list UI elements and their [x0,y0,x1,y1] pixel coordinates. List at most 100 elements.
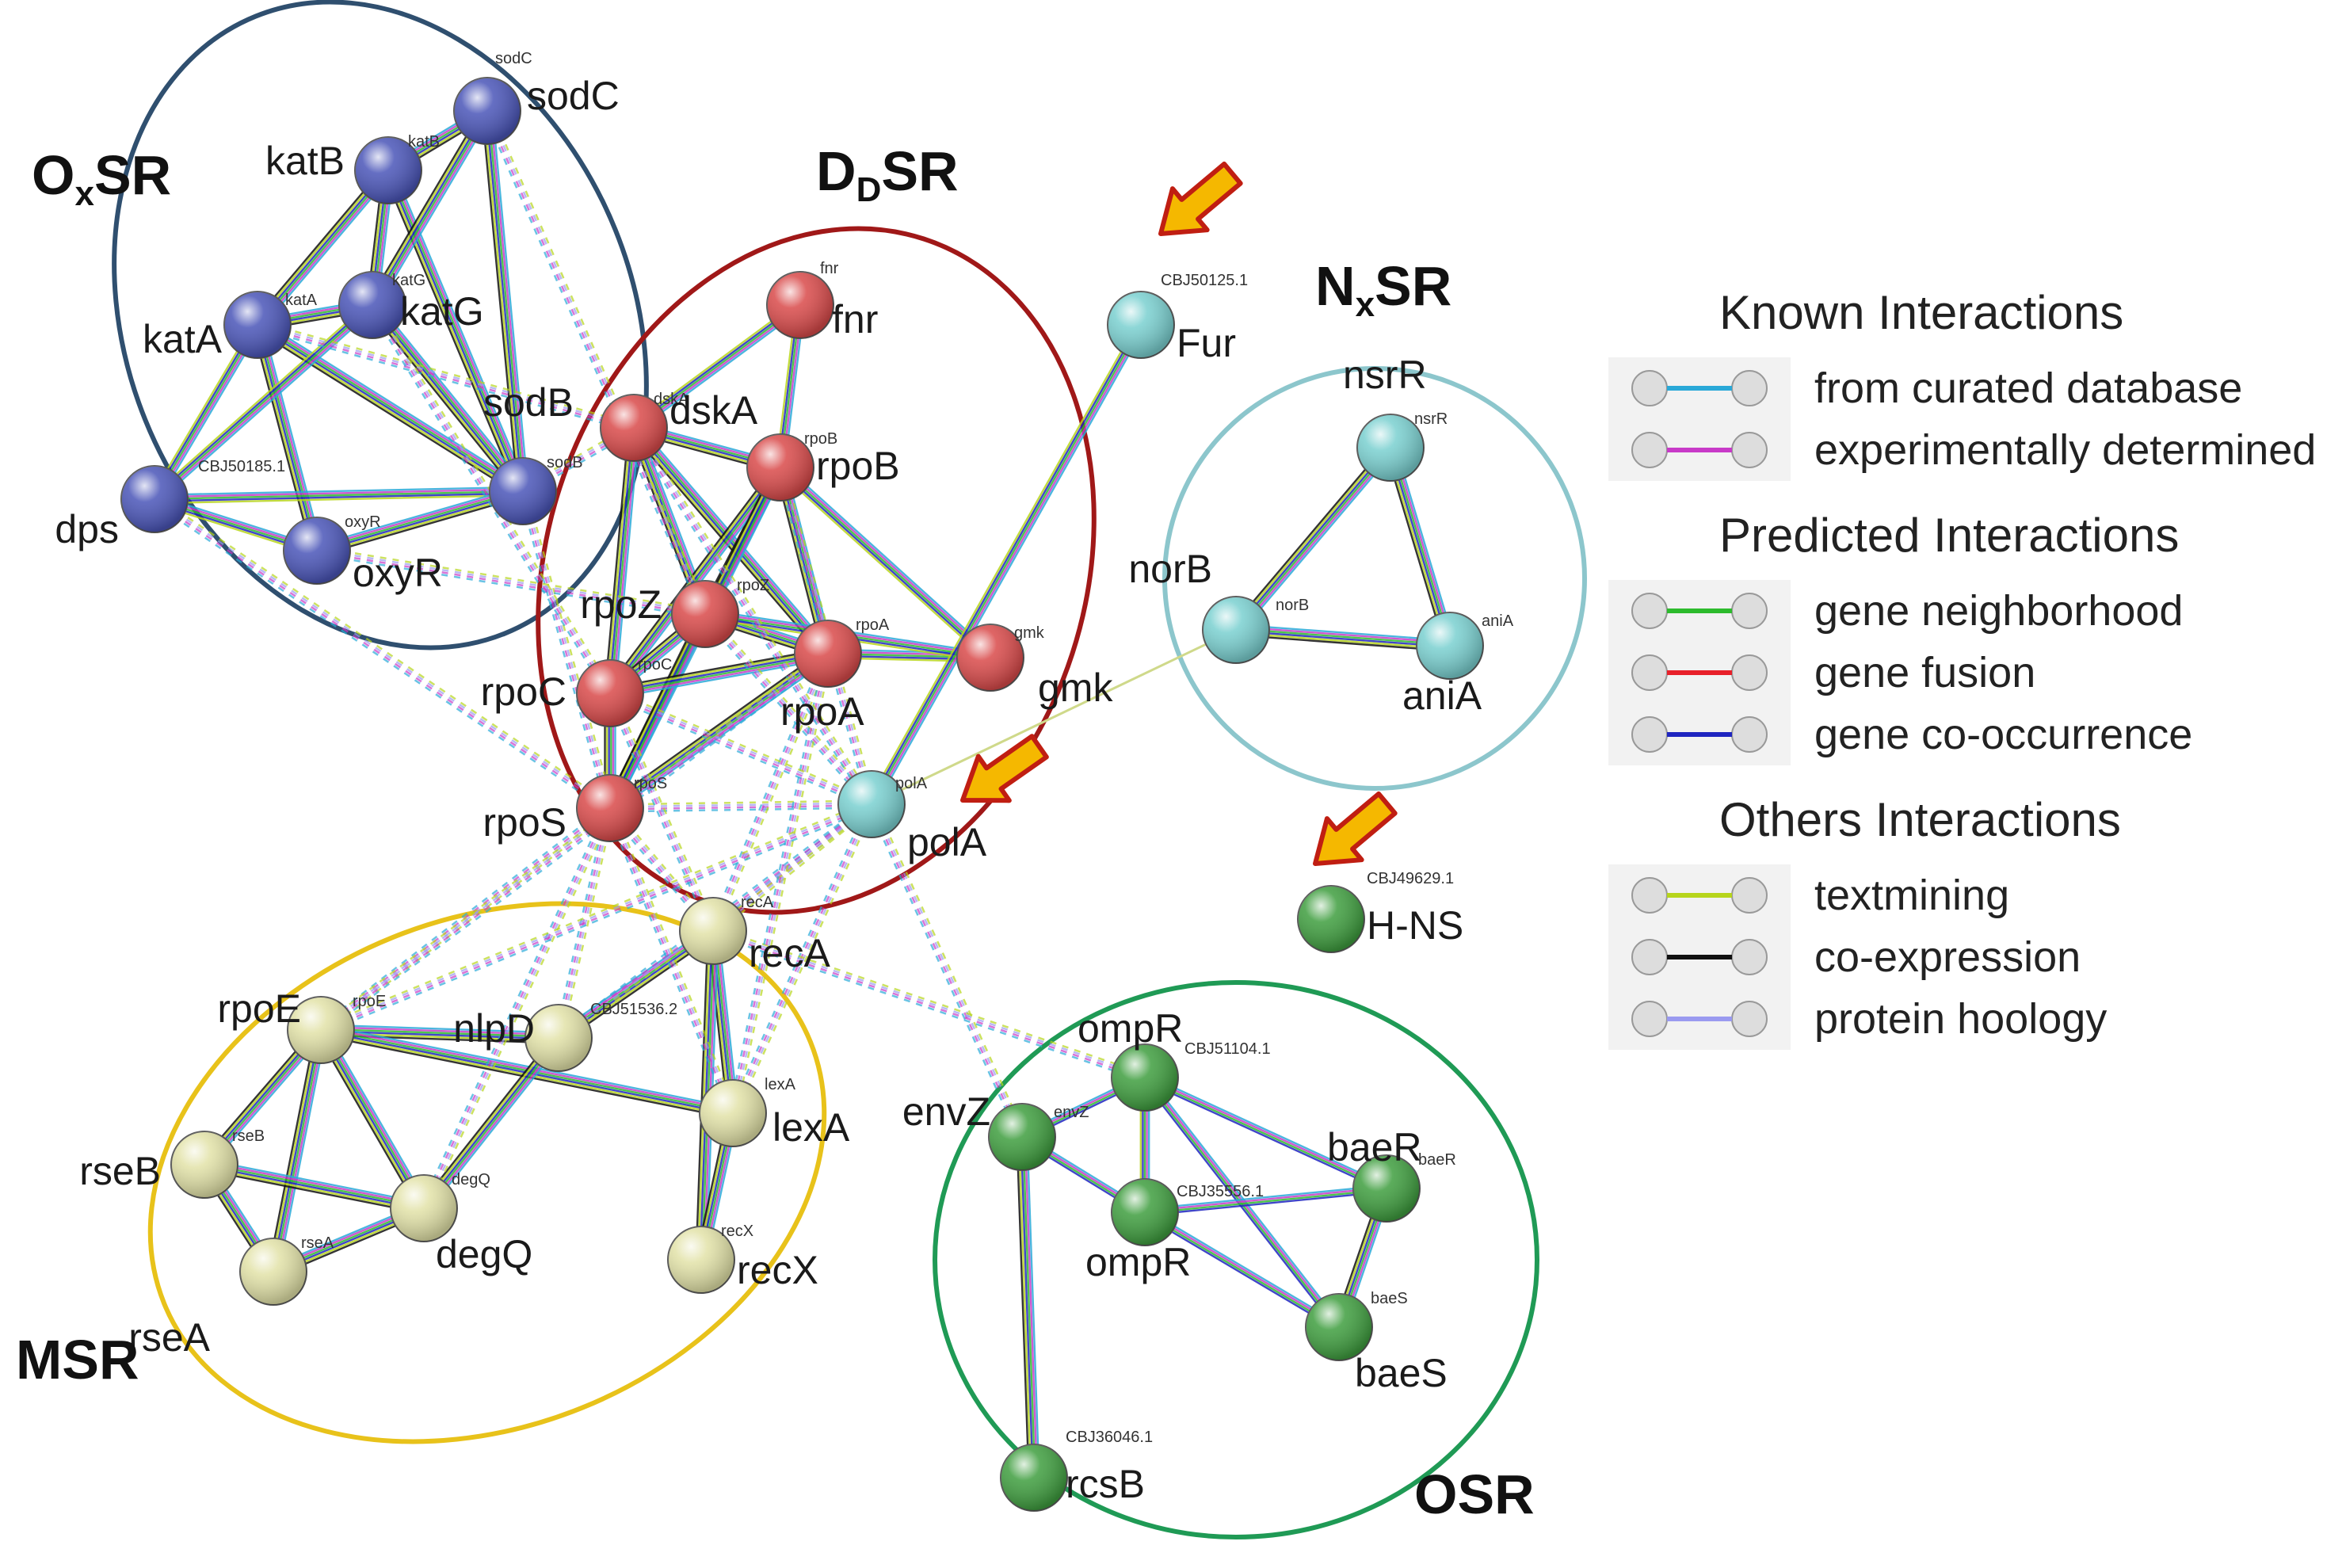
edge-rpoB-gmk [776,464,994,662]
node-tag: fnr [820,260,839,277]
legend-section-predicted: Predicted Interactions gene neighborhood… [1608,508,2345,765]
node-tag: recX [721,1223,753,1240]
legend-swatch [1608,704,1791,765]
edge-sodC-rpoZ [483,109,710,616]
node-shine [1298,886,1364,952]
legend-row: from curated database [1608,357,2345,419]
arrow-polA [960,734,1049,803]
node-shine [1203,597,1269,663]
node-tag: rpoA [856,616,890,634]
node-HNS[interactable]: CBJ49629.1H-NS [1297,870,1463,953]
node-label: oxyR [353,551,443,595]
node-label: gmk [1038,666,1113,710]
node-tag: CBJ49629.1 [1367,870,1454,887]
node-label: degQ [436,1232,532,1276]
edge-rpoE-rseA [267,1028,327,1273]
node-label: katB [265,139,345,183]
legend-section-known: Known Interactions from curated database… [1608,285,2345,481]
node-label: aniA [1402,673,1482,718]
legend-label: gene fusion [1814,649,2036,696]
edge-ompR2-baeS [1142,1208,1341,1331]
edge-dskA-polA [630,425,875,807]
node-shine [957,624,1024,691]
edge-rpoZ-polA [701,611,875,807]
edge-ompR2-baeR [1144,1184,1387,1217]
node-label: fnr [832,297,878,341]
node-shine [989,1104,1055,1170]
node-shine [1417,612,1483,679]
node-label: rseA [128,1315,210,1360]
group-title-ddsr: DDSR [816,140,959,209]
node-tag: baeR [1418,1151,1456,1169]
node-shine [339,272,406,338]
edge-sodC-sodB [481,110,529,492]
node-label: katA [143,317,223,361]
node-shine [121,466,188,532]
edge-dskA-rpoC [604,427,640,694]
node-tag: CBJ50125.1 [1161,272,1248,289]
node-tag: polA [895,775,928,792]
legend-row: protein hoology [1608,988,2345,1050]
legend: Known Interactions from curated database… [1608,285,2345,1077]
arrow-hns [1313,791,1398,866]
group-title-nxsr: NxSR [1315,255,1451,324]
node-tag: rpoZ [737,577,769,594]
group-title-msr: MSR [16,1329,139,1391]
node-label: dskA [669,388,758,433]
legend-title: Predicted Interactions [1719,509,2180,562]
legend-swatch [1608,642,1791,704]
legend-swatch [1608,419,1791,481]
node-fnr[interactable]: fnr fnr [766,260,878,341]
node-shine [525,1005,592,1071]
node-tag: CBJ35556.1 [1177,1183,1264,1200]
node-label: lexA [772,1105,850,1150]
node-label: rpoE [217,986,301,1031]
edge-dps-rpoS [151,495,613,812]
edge-rpoC-recA [605,691,718,933]
node-label: rpoA [780,689,864,734]
node-shine [577,775,643,841]
node-shine [454,78,521,144]
edge-fnr-dskA [631,300,803,433]
legend-label: textmining [1814,872,2010,919]
node-tag: recA [741,894,774,911]
node-rpoA[interactable]: rpoA rpoA [780,616,890,734]
node-shine [838,771,905,837]
edge-rpoE-polA [319,799,874,1035]
edge-sodB-rpoS [518,490,615,810]
node-shine [1108,292,1174,358]
node-shine [391,1175,457,1242]
